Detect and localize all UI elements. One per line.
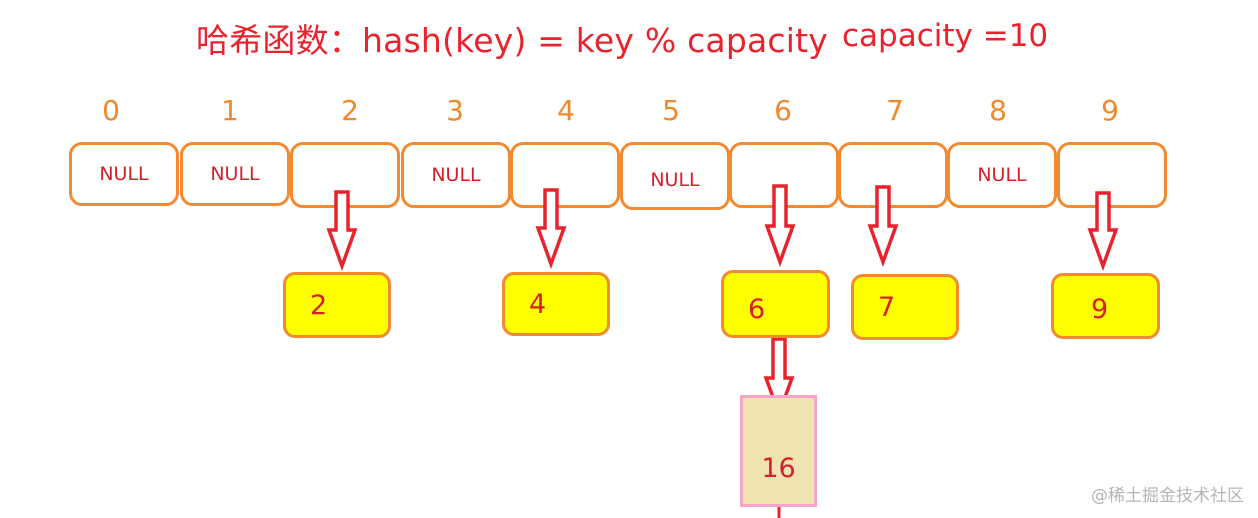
node-value-6: 6 xyxy=(748,293,766,325)
bucket-index-5: 5 xyxy=(662,94,680,127)
bucket-cell-3: NULL xyxy=(401,142,511,208)
bucket-cell-8: NULL xyxy=(947,142,1057,208)
node-4: 4 xyxy=(502,272,610,336)
node-value-4: 4 xyxy=(529,288,547,320)
bucket-index-9: 9 xyxy=(1101,94,1119,127)
watermark: @稀土掘金技术社区 xyxy=(1091,486,1244,506)
bucket-cell-5: NULL xyxy=(620,142,730,210)
bucket-value-5: NULL xyxy=(650,169,700,191)
bucket-index-3: 3 xyxy=(446,94,464,127)
arrow-bucket-9 xyxy=(1087,191,1119,272)
diagram-title: 哈希函数：hash(key) = key % capacity xyxy=(196,21,829,60)
bucket-index-7: 7 xyxy=(886,94,904,127)
chain-node-16: 16 xyxy=(740,395,817,507)
bucket-value-1: NULL xyxy=(210,163,260,185)
bucket-cell-1: NULL xyxy=(180,142,290,206)
arrow-bucket-4 xyxy=(535,188,567,270)
node-value-2: 2 xyxy=(310,289,328,321)
bucket-cell-4 xyxy=(510,142,620,208)
bucket-cell-0: NULL xyxy=(69,142,179,206)
bucket-index-0: 0 xyxy=(102,94,120,127)
bucket-index-8: 8 xyxy=(989,94,1007,127)
bucket-value-3: NULL xyxy=(431,164,481,186)
chain-node-value: 16 xyxy=(761,452,796,484)
node-value-9: 9 xyxy=(1091,293,1109,325)
node-2: 2 xyxy=(283,272,391,338)
bucket-index-2: 2 xyxy=(341,94,359,127)
node-7: 7 xyxy=(851,274,959,340)
node-6: 6 xyxy=(721,270,830,338)
bucket-index-1: 1 xyxy=(221,94,239,127)
bucket-cell-7 xyxy=(838,142,948,208)
node-value-7: 7 xyxy=(878,291,896,323)
bucket-value-0: NULL xyxy=(99,163,149,185)
arrow-bucket-7 xyxy=(867,185,899,268)
bucket-cell-9 xyxy=(1057,142,1167,208)
bucket-index-4: 4 xyxy=(557,94,575,127)
arrow-bucket-2 xyxy=(326,190,358,272)
node-9: 9 xyxy=(1051,273,1160,339)
bucket-index-6: 6 xyxy=(774,94,792,127)
arrow-bucket-6 xyxy=(764,184,796,268)
capacity-note: capacity =10 xyxy=(842,18,1049,54)
bucket-value-8: NULL xyxy=(977,164,1027,186)
